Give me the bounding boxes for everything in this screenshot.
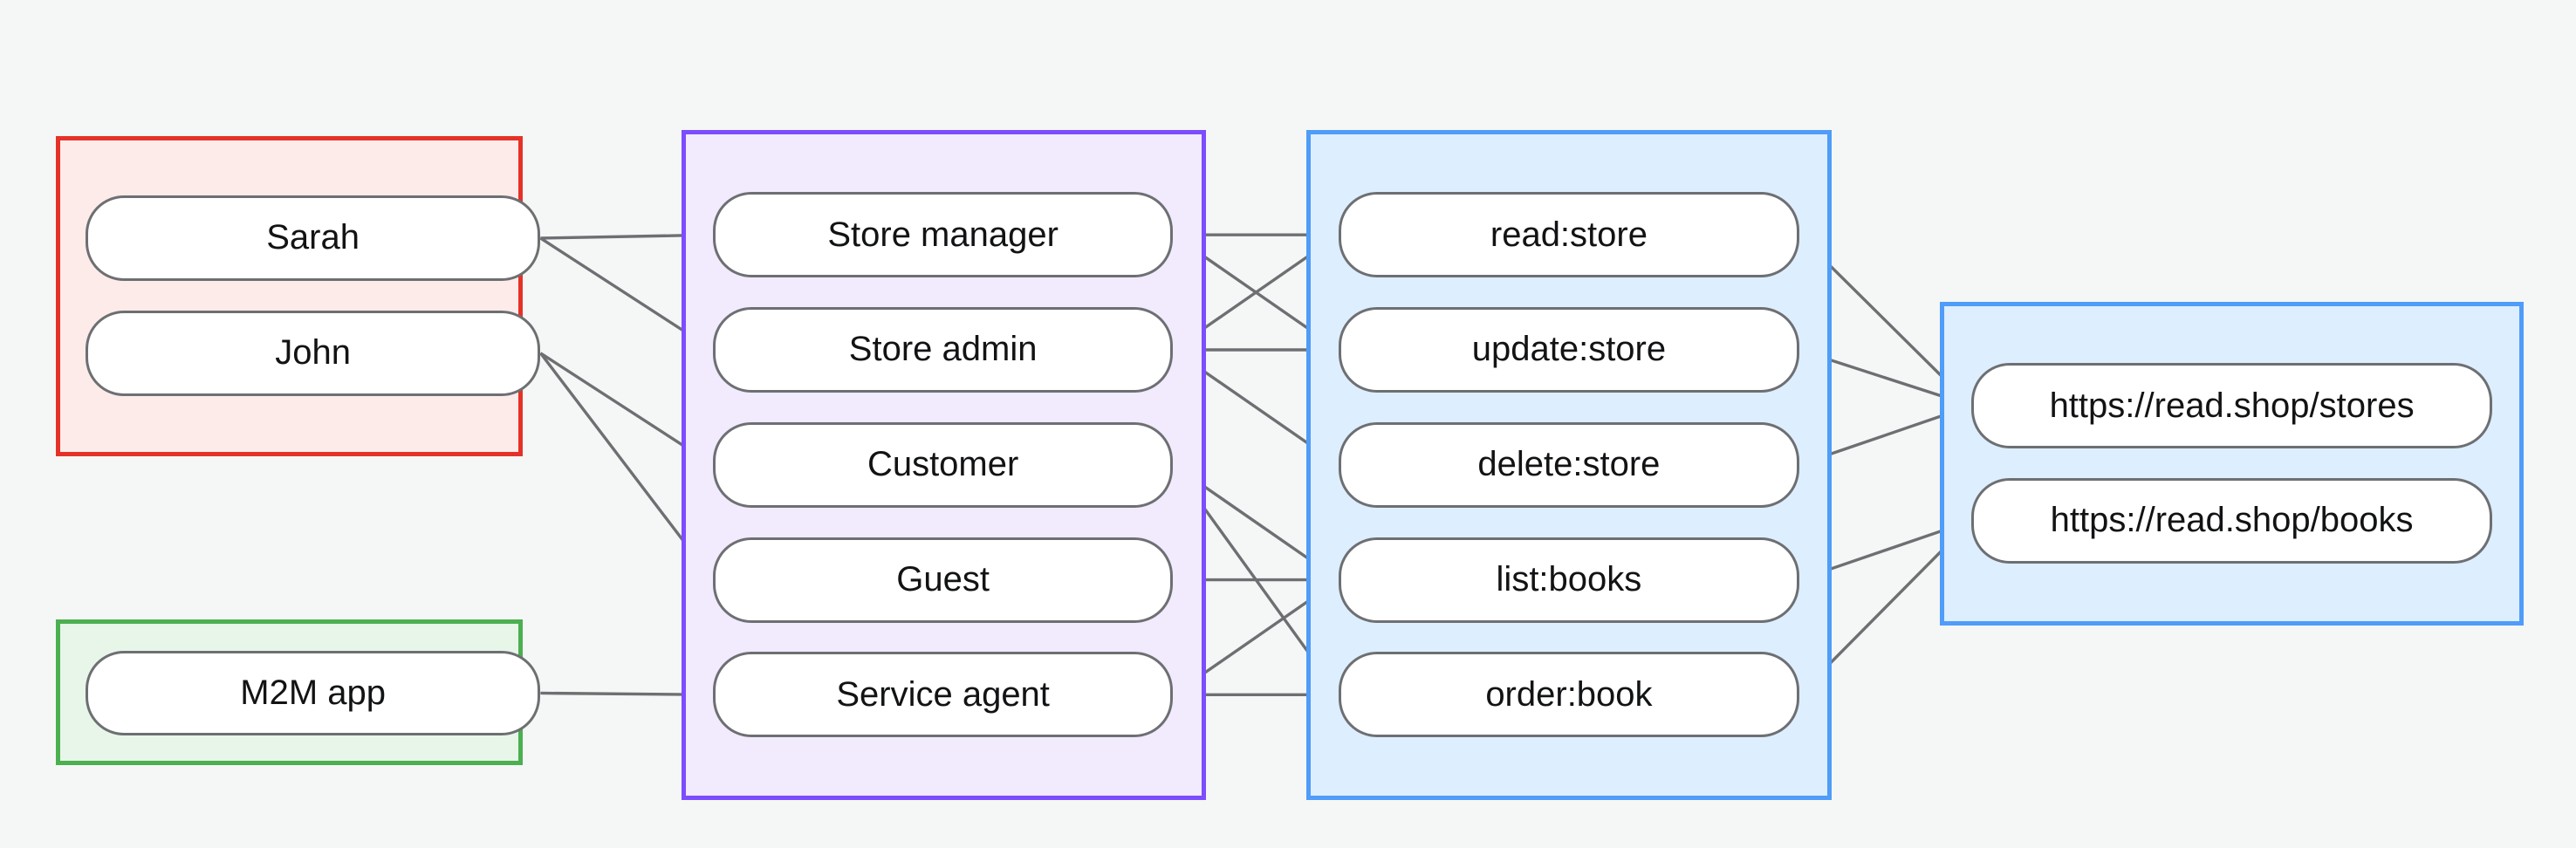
node-label: Customer — [867, 445, 1019, 484]
node-update-store[interactable]: update:store — [1339, 307, 1799, 393]
node-customer[interactable]: Customer — [713, 421, 1174, 508]
node-label: Guest — [896, 560, 990, 599]
group-box-api-resources — [1940, 302, 2524, 626]
node-label: https://read.shop/stores — [2049, 386, 2415, 425]
node-store-manager[interactable]: Store manager — [713, 192, 1174, 278]
node-label: update:store — [1471, 330, 1667, 369]
node-res-stores[interactable]: https://read.shop/stores — [1971, 363, 2492, 448]
node-res-books[interactable]: https://read.shop/books — [1971, 477, 2492, 564]
node-store-admin[interactable]: Store admin — [713, 307, 1174, 393]
node-label: delete:store — [1477, 445, 1661, 484]
node-john[interactable]: John — [85, 310, 541, 396]
node-label: M2M app — [240, 673, 386, 712]
node-m2mapp[interactable]: M2M app — [85, 650, 541, 736]
node-label: order:book — [1485, 674, 1653, 714]
node-label: Store manager — [827, 215, 1058, 254]
node-list-books[interactable]: list:books — [1339, 537, 1799, 623]
node-label: https://read.shop/books — [2050, 501, 2414, 540]
node-service-agent[interactable]: Service agent — [713, 652, 1174, 738]
node-label: Service agent — [836, 674, 1050, 714]
node-sarah[interactable]: Sarah — [85, 195, 541, 281]
node-label: Store admin — [848, 330, 1038, 369]
node-read-store[interactable]: read:store — [1339, 192, 1799, 278]
node-guest[interactable]: Guest — [713, 537, 1174, 623]
node-label: read:store — [1490, 215, 1648, 254]
node-label: John — [275, 333, 351, 373]
node-label: list:books — [1496, 560, 1642, 599]
node-order-book[interactable]: order:book — [1339, 652, 1799, 738]
group-box-users — [56, 136, 523, 457]
node-label: Sarah — [266, 218, 360, 257]
node-delete-store[interactable]: delete:store — [1339, 421, 1799, 508]
